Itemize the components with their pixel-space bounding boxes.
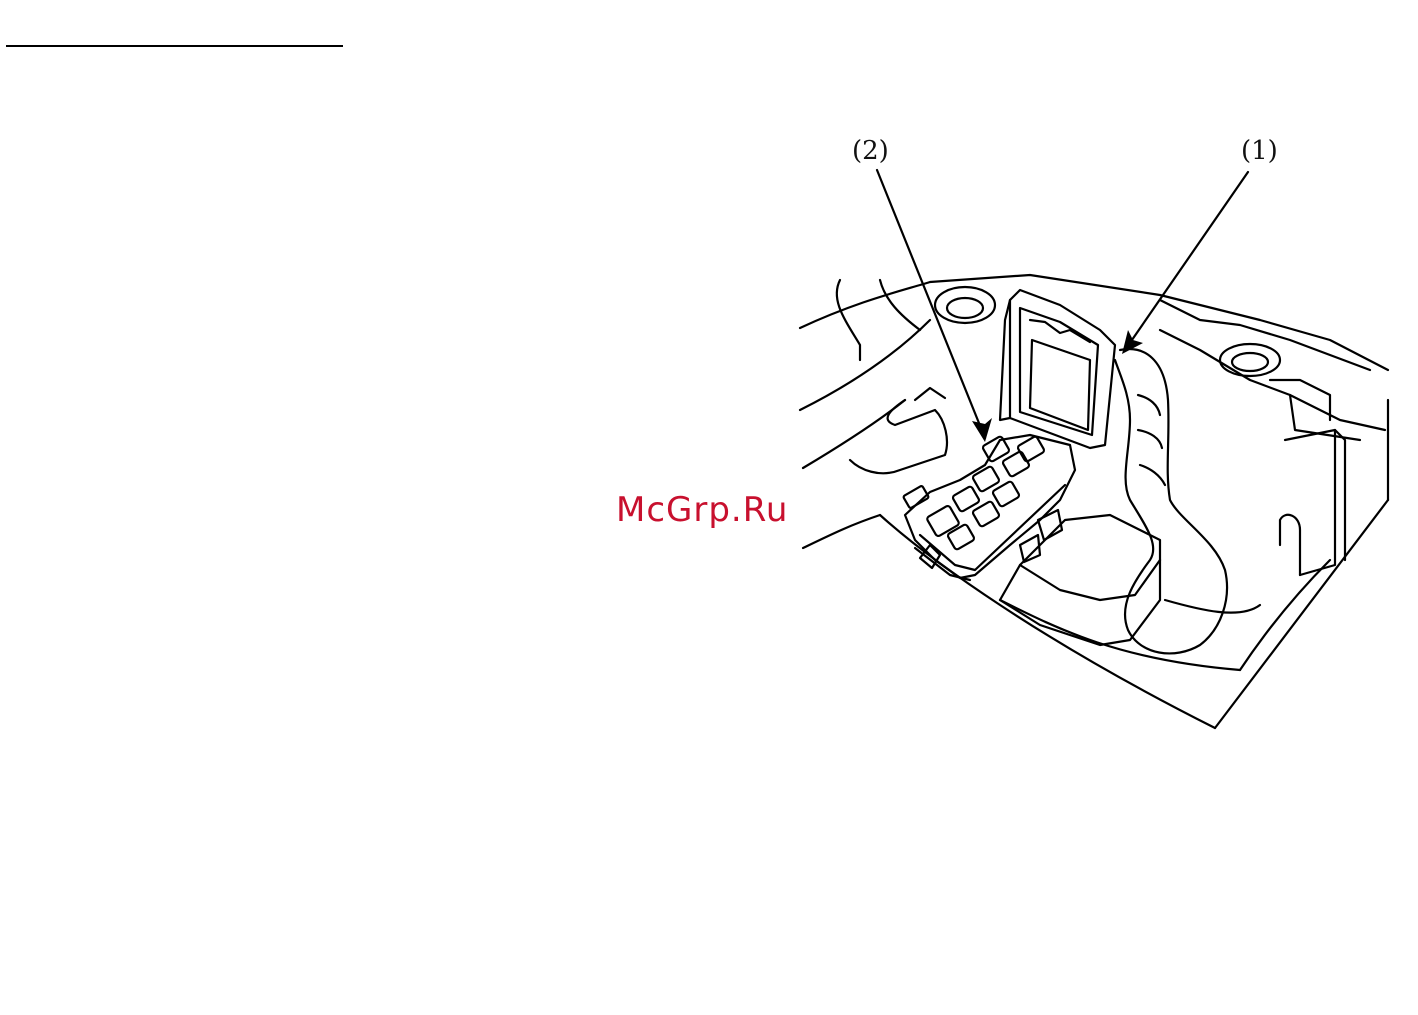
arrowhead-2 [972, 418, 992, 442]
fuse-box-lid [1010, 290, 1115, 448]
callout-label-2: (2) [852, 138, 889, 164]
watermark-logo: McGrp.Ru [616, 490, 788, 530]
wire-harness [1115, 349, 1227, 653]
callout-label-1: (1) [1241, 138, 1278, 164]
right-bracket [1285, 430, 1335, 575]
